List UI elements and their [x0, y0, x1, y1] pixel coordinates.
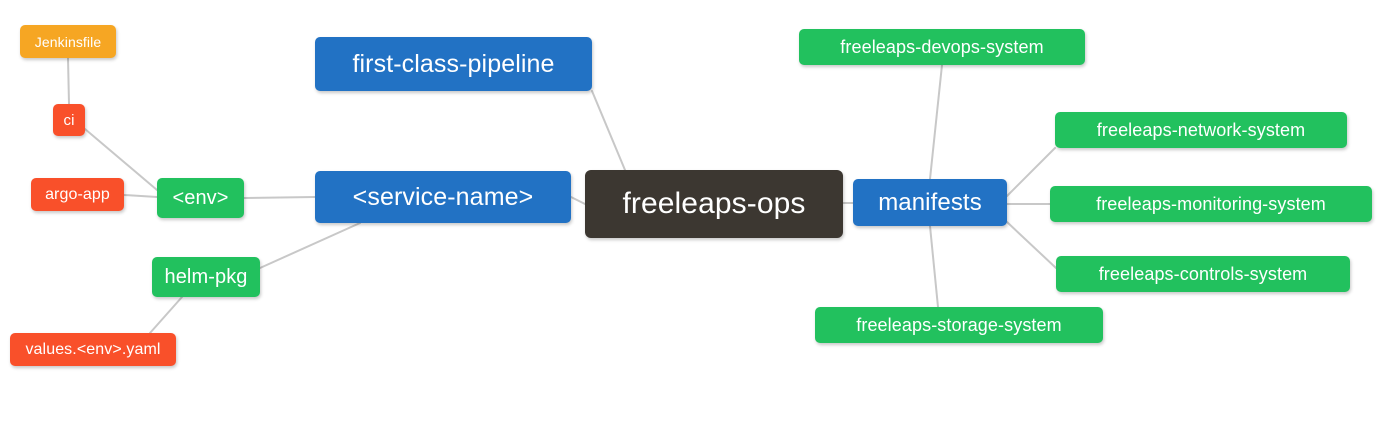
node-label-controls-system: freeleaps-controls-system — [1098, 264, 1308, 284]
edge-ci-to-jenkinsfile — [67, 57, 70, 105]
edge-service-name-to-helm-pkg — [259, 222, 361, 269]
edge-manifests-to-storage-system — [929, 225, 939, 308]
node-label-jenkinsfile: Jenkinsfile — [34, 33, 102, 50]
node-label-network-system: freeleaps-network-system — [1096, 120, 1306, 140]
edge-helm-pkg-to-values-yaml — [149, 296, 183, 334]
mindmap-node-values-yaml[interactable]: values.<env>.yaml — [10, 333, 176, 366]
node-label-env: <env> — [172, 187, 229, 209]
mindmap-node-first-class[interactable]: first-class-pipeline — [315, 37, 592, 91]
node-label-values-yaml: values.<env>.yaml — [25, 340, 161, 358]
mindmap-node-service-name[interactable]: <service-name> — [315, 171, 571, 223]
mindmap-node-controls-system[interactable]: freeleaps-controls-system — [1056, 256, 1350, 292]
node-label-first-class: first-class-pipeline — [352, 49, 555, 78]
node-label-devops-system: freeleaps-devops-system — [840, 37, 1044, 57]
mindmap-node-ci[interactable]: ci — [53, 104, 85, 136]
mindmap-node-manifests[interactable]: manifests — [853, 179, 1007, 226]
mindmap-node-jenkinsfile[interactable]: Jenkinsfile — [20, 25, 116, 58]
edge-service-name-to-env — [243, 196, 316, 199]
node-label-storage-system: freeleaps-storage-system — [856, 315, 1062, 335]
mindmap-node-network-system[interactable]: freeleaps-network-system — [1055, 112, 1347, 148]
node-label-helm-pkg: helm-pkg — [164, 266, 248, 288]
edge-root-to-service-name — [570, 196, 586, 205]
node-label-monitoring-system: freeleaps-monitoring-system — [1096, 194, 1326, 214]
node-label-argo-app: argo-app — [45, 185, 110, 203]
node-label-root: freeleaps-ops — [622, 187, 806, 220]
mindmap-node-monitoring-system[interactable]: freeleaps-monitoring-system — [1050, 186, 1372, 222]
node-label-ci: ci — [63, 111, 75, 129]
node-label-manifests: manifests — [878, 188, 982, 216]
mindmap-node-helm-pkg[interactable]: helm-pkg — [152, 257, 260, 297]
edge-root-to-first-class — [591, 90, 626, 171]
mindmap-node-root[interactable]: freeleaps-ops — [585, 170, 843, 238]
edge-env-to-argo-app — [123, 194, 158, 198]
edge-manifests-to-devops-system — [929, 64, 943, 180]
edge-manifests-to-controls-system — [1006, 221, 1057, 269]
node-label-service-name: <service-name> — [352, 182, 534, 211]
mindmap-node-devops-system[interactable]: freeleaps-devops-system — [799, 29, 1085, 65]
mindmap-node-argo-app[interactable]: argo-app — [31, 178, 124, 211]
mindmap-node-storage-system[interactable]: freeleaps-storage-system — [815, 307, 1103, 343]
mindmap-node-env[interactable]: <env> — [157, 178, 244, 218]
edge-manifests-to-network-system — [1006, 147, 1056, 197]
